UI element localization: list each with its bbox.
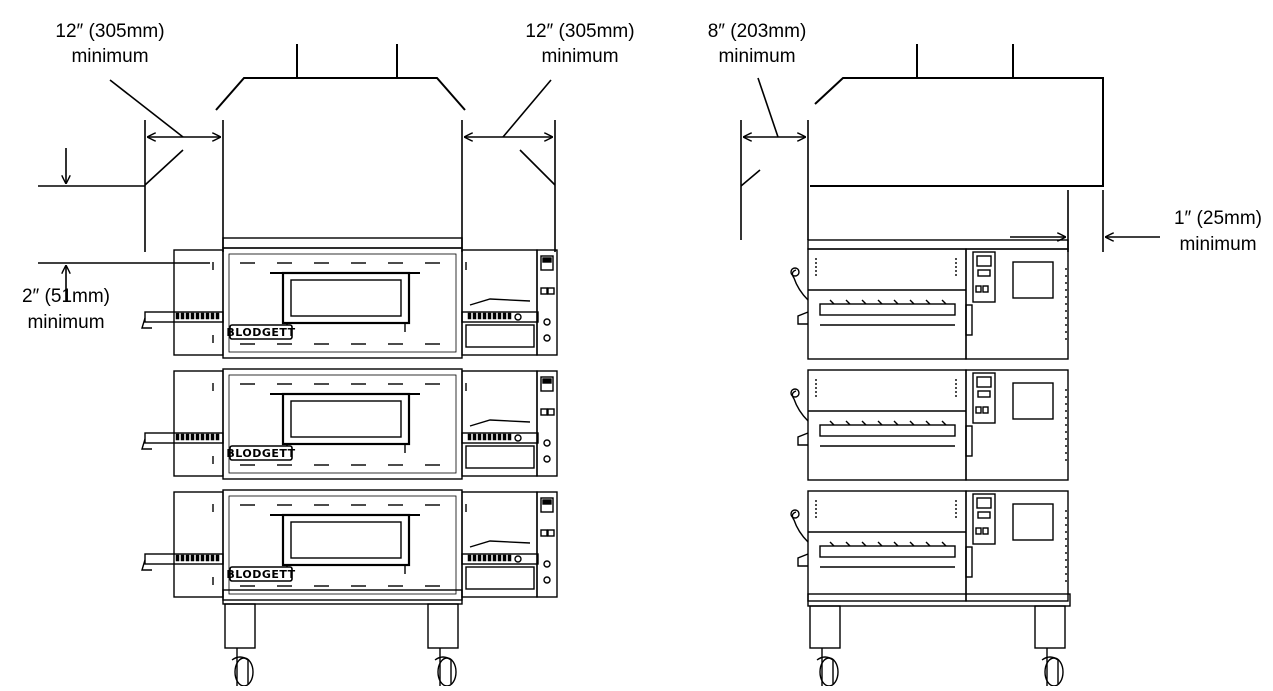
control-box: [536, 370, 558, 477]
side-handle: [791, 390, 809, 422]
left-conveyor-housing: [173, 249, 224, 356]
side-left-clearance-line1: 8″ (203mm): [708, 21, 807, 42]
oven-window-glass: [290, 279, 402, 317]
side-hood: [810, 44, 1104, 187]
control-knob: [543, 455, 551, 463]
front-oven-stack: BLODGETT BLODGETT BLODGETT: [141, 237, 558, 687]
side-handle: [791, 511, 809, 543]
deck-body: [222, 368, 463, 480]
right-lower-panel: [465, 324, 535, 348]
side-control-box: [972, 493, 996, 545]
right-conveyor-belt: [461, 432, 539, 444]
control-knob: [543, 334, 551, 342]
side-dimension-lines: [740, 77, 1160, 252]
control-box: [536, 249, 558, 356]
side-control-display: [976, 376, 992, 388]
brand-plate: [229, 324, 293, 340]
side-control-housing: [965, 490, 1069, 602]
left-conveyor-belt: [144, 553, 224, 565]
side-base: [807, 593, 1071, 607]
side-control-box: [972, 372, 996, 424]
brand-plate-text: BLODGETT: [226, 568, 295, 581]
side-access-panel: [1012, 382, 1054, 420]
left-conveyor-housing: [173, 491, 224, 598]
front-right-clearance-line1: 12″ (305mm): [525, 21, 634, 42]
control-box: [536, 491, 558, 598]
front-leg-left: [224, 603, 256, 687]
deck-panel: [228, 495, 457, 595]
front-deck-2: BLODGETT: [141, 368, 558, 480]
control-display: [540, 376, 554, 392]
side-top-cap: [807, 239, 1069, 250]
side-control-housing: [965, 369, 1069, 481]
right-conveyor-housing: [461, 370, 538, 477]
right-lower-panel: [465, 566, 535, 590]
side-oven-stack: [790, 239, 1071, 687]
right-conveyor-belt: [461, 553, 539, 565]
deck-body: [222, 489, 463, 601]
control-knob: [543, 439, 551, 447]
front-base: [222, 589, 463, 605]
control-display: [540, 255, 554, 271]
side-control-housing: [965, 248, 1069, 360]
brand-plate: [229, 566, 293, 582]
control-knob: [543, 576, 551, 584]
front-deck-1: BLODGETT: [141, 247, 558, 359]
front-view: BLODGETT BLODGETT BLODGETT: [38, 44, 558, 687]
front-deck-3: BLODGETT: [141, 489, 558, 601]
front-leg-right: [427, 603, 459, 687]
floor-gap-line1: 2″ (51mm): [22, 286, 110, 307]
control-knob: [543, 560, 551, 568]
side-deck-1: [790, 248, 1069, 360]
right-conveyor-housing: [461, 491, 538, 598]
dimension-labels: 12″ (305mm) minimum 12″ (305mm) minimum …: [22, 21, 1262, 333]
control-display: [540, 497, 554, 513]
left-conveyor-housing: [173, 370, 224, 477]
brand-plate-text: BLODGETT: [226, 447, 295, 460]
side-access-panel: [1012, 503, 1054, 541]
side-access-panel: [1012, 261, 1054, 299]
front-hood: [215, 44, 466, 111]
front-right-clearance-line2: minimum: [541, 46, 618, 67]
side-conveyor: [819, 303, 956, 316]
side-control-box: [972, 251, 996, 303]
side-conveyor: [819, 545, 956, 558]
side-deck-2: [790, 369, 1069, 481]
left-conveyor-belt: [144, 432, 224, 444]
brand-plate: [229, 445, 293, 461]
side-handle: [791, 269, 809, 301]
deck-panel: [228, 374, 457, 474]
deck-body: [222, 247, 463, 359]
side-view: [740, 44, 1160, 687]
side-conveyor: [819, 424, 956, 437]
side-leg-right: [1034, 605, 1066, 687]
front-left-clearance-line2: minimum: [71, 46, 148, 67]
front-top-cap: [222, 237, 463, 249]
side-control-display: [976, 255, 992, 267]
side-control-display: [976, 497, 992, 509]
left-conveyor-belt: [144, 311, 224, 323]
floor-gap-line2: minimum: [27, 312, 104, 333]
oven-window-glass: [290, 521, 402, 559]
right-conveyor-belt: [461, 311, 539, 323]
front-dimension-lines: [38, 79, 556, 302]
side-deck-3: [790, 490, 1069, 602]
side-left-clearance-line2: minimum: [718, 46, 795, 67]
front-left-clearance-line1: 12″ (305mm): [55, 21, 164, 42]
right-conveyor-housing: [461, 249, 538, 356]
side-back-clearance-line2: minimum: [1179, 234, 1256, 255]
right-lower-panel: [465, 445, 535, 469]
side-leg-left: [809, 605, 841, 687]
deck-panel: [228, 253, 457, 353]
oven-window-glass: [290, 400, 402, 438]
control-knob: [543, 318, 551, 326]
brand-plate-text: BLODGETT: [226, 326, 295, 339]
side-back-clearance-line1: 1″ (25mm): [1174, 208, 1262, 229]
